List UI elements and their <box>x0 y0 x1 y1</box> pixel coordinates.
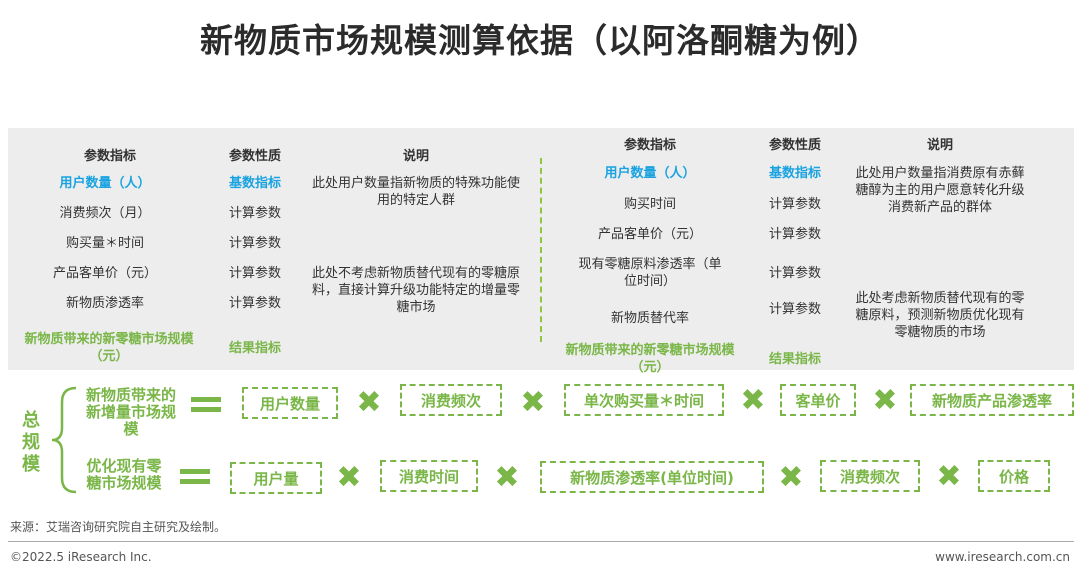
right-header-desc: 说明 <box>926 138 953 153</box>
left-desc-2: 此处不考虑新物质替代现有的零糖原料，直接计算升级功能特定的增量零糖市场 <box>311 266 520 315</box>
left-nature-4: 计算参数 <box>228 296 281 311</box>
times-icon: ✖ <box>778 460 804 495</box>
left-header-desc: 说明 <box>402 149 429 164</box>
formula2-term-4: 价格 <box>978 460 1050 492</box>
formula2-term-0: 用户量 <box>230 462 322 494</box>
brace-icon <box>51 386 77 494</box>
right-nature-3: 计算参数 <box>768 266 821 281</box>
left-result-nature: 结果指标 <box>228 341 281 356</box>
table-divider <box>540 158 542 342</box>
website-link[interactable]: www.iresearch.com.cn <box>935 550 1070 564</box>
times-icon: ✖ <box>520 385 546 420</box>
left-nature-2: 计算参数 <box>228 236 281 251</box>
equals-icon <box>191 392 221 417</box>
times-icon: ✖ <box>740 383 766 418</box>
left-param-2: 购买量＊时间 <box>65 236 144 251</box>
right-header-nature: 参数性质 <box>768 138 821 153</box>
copyright: ©2022.5 iResearch Inc. <box>10 550 152 564</box>
left-nature-0: 基数指标 <box>228 176 281 191</box>
right-param-3: 现有零糖原料渗透率（单位时间） <box>578 257 722 289</box>
times-icon: ✖ <box>494 460 520 495</box>
formula1-term-4: 新物质产品渗透率 <box>910 384 1074 416</box>
right-nature-4: 计算参数 <box>768 302 821 317</box>
right-param-4: 新物质替代率 <box>610 311 689 326</box>
footer-divider <box>8 541 1074 542</box>
left-result-param: 新物质带来的新零糖市场规模（元） <box>24 332 194 364</box>
formula2-term-2: 新物质渗透率(单位时间) <box>540 461 764 493</box>
right-nature-1: 计算参数 <box>768 197 821 212</box>
right-result-param: 新物质带来的新零糖市场规模（元） <box>565 343 735 375</box>
left-param-0: 用户数量（人） <box>59 176 151 191</box>
right-desc-1: 此处用户数量指消费原有赤藓糖醇为主的用户愿意转化升级消费新产品的群体 <box>855 166 1025 215</box>
times-icon: ✖ <box>872 383 898 418</box>
right-nature-0: 基数指标 <box>768 166 821 181</box>
right-header-param: 参数指标 <box>623 138 676 153</box>
right-param-1: 购买时间 <box>623 197 676 212</box>
formula2-label: 优化现有零糖市场规模 <box>86 457 162 492</box>
formula1-term-0: 用户数量 <box>242 387 338 419</box>
right-param-0: 用户数量（人） <box>604 166 696 181</box>
times-icon: ✖ <box>356 385 382 420</box>
formula1-term-1: 消费频次 <box>400 384 502 416</box>
left-nature-1: 计算参数 <box>228 206 281 221</box>
source-note: 来源：艾瑞咨询研究院自主研究及绘制。 <box>10 520 227 534</box>
equals-icon <box>180 464 210 489</box>
times-icon: ✖ <box>336 460 362 495</box>
right-desc-2: 此处考虑新物质替代现有的零糖原料，预测新物质优化现有零糖物质的市场 <box>855 291 1025 340</box>
left-header-param: 参数指标 <box>83 149 136 164</box>
left-param-3: 产品客单价（元） <box>52 266 157 281</box>
left-desc-1: 此处用户数量指新物质的特殊功能使用的特定人群 <box>311 176 520 208</box>
total-scale-label: 总规模 <box>22 410 40 475</box>
left-nature-3: 计算参数 <box>228 266 281 281</box>
right-result-nature: 结果指标 <box>768 352 821 367</box>
formula1-term-3: 客单价 <box>780 384 856 416</box>
formula2-term-3: 消费频次 <box>820 460 920 492</box>
right-nature-2: 计算参数 <box>768 227 821 242</box>
formula1-term-2: 单次购买量＊时间 <box>564 384 724 416</box>
formula2-term-1: 消费时间 <box>380 460 478 492</box>
left-param-4: 新物质渗透率 <box>65 296 144 311</box>
right-param-2: 产品客单价（元） <box>597 227 702 242</box>
times-icon: ✖ <box>936 459 962 494</box>
page-title: 新物质市场规模测算依据（以阿洛酮糖为例） <box>200 21 880 60</box>
left-param-1: 消费频次（月） <box>59 206 151 221</box>
formula1-label: 新物质带来的新增量市场规模 <box>86 386 177 438</box>
left-header-nature: 参数性质 <box>228 149 281 164</box>
